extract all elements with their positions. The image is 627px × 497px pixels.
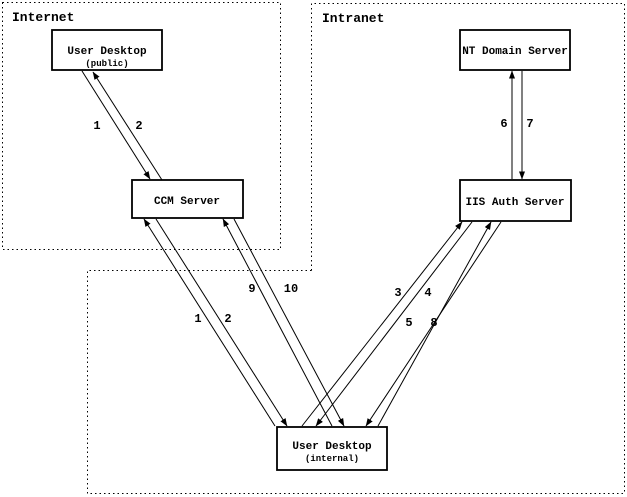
node-iis-auth-server: IIS Auth Server (459, 179, 572, 222)
edge-ccm-to-internal-desktop-10 (233, 218, 345, 427)
ccm-server-box (131, 179, 244, 219)
edge-label: 6 (500, 117, 507, 131)
intranet-zone-border (311, 3, 625, 494)
edge-label: 1 (194, 312, 201, 326)
edge-internal-desktop-to-ccm-1 (143, 218, 276, 427)
edge-iis-to-internal-desktop-8 (365, 221, 502, 427)
internet-zone-label: Internet (12, 10, 74, 25)
edge-internal-desktop-to-ccm-9 (222, 218, 333, 427)
edge-label: 7 (526, 117, 533, 131)
user-desktop-internal-title: User Desktop (292, 441, 372, 453)
internet-zone-border (2, 2, 281, 250)
intranet-zone-label: Intranet (322, 11, 384, 26)
edge-ccm-to-public-desktop (92, 71, 163, 181)
edge-iis-to-internal-desktop-4 (315, 221, 473, 427)
node-user-desktop-internal: User Desktop (internal) (276, 426, 388, 471)
nt-domain-server-title: NT Domain Server (462, 46, 568, 58)
edge-label: 1 (93, 119, 100, 133)
user-desktop-public-box (51, 29, 163, 71)
internal-zone-border (87, 270, 625, 494)
iis-auth-server-box (459, 179, 572, 222)
edge-label: 4 (424, 286, 431, 300)
edge-label: 5 (405, 316, 412, 330)
edge-label: 9 (248, 282, 255, 296)
edge-label: 3 (394, 286, 401, 300)
edge-internal-desktop-to-iis-3 (301, 221, 463, 427)
edge-label: 2 (135, 119, 142, 133)
edge-public-desktop-to-ccm (81, 70, 151, 180)
edge-internal-desktop-to-iis-5 (377, 221, 492, 427)
edge-ccm-to-internal-desktop-2 (155, 218, 288, 427)
user-desktop-internal-subtitle: (internal) (305, 454, 359, 464)
node-nt-domain-server: NT Domain Server (459, 29, 571, 71)
user-desktop-public-title: User Desktop (67, 46, 147, 58)
iis-auth-server-title: IIS Auth Server (465, 197, 564, 209)
edge-label: 8 (430, 316, 437, 330)
node-ccm-server: CCM Server (131, 179, 244, 219)
edge-label: 10 (284, 282, 298, 296)
edge-label: 2 (224, 312, 231, 326)
user-desktop-internal-box (276, 426, 388, 471)
ccm-server-title: CCM Server (154, 196, 220, 208)
nt-domain-server-box (459, 29, 571, 71)
node-user-desktop-public: User Desktop (public) (51, 29, 163, 71)
user-desktop-public-subtitle: (public) (85, 59, 128, 69)
